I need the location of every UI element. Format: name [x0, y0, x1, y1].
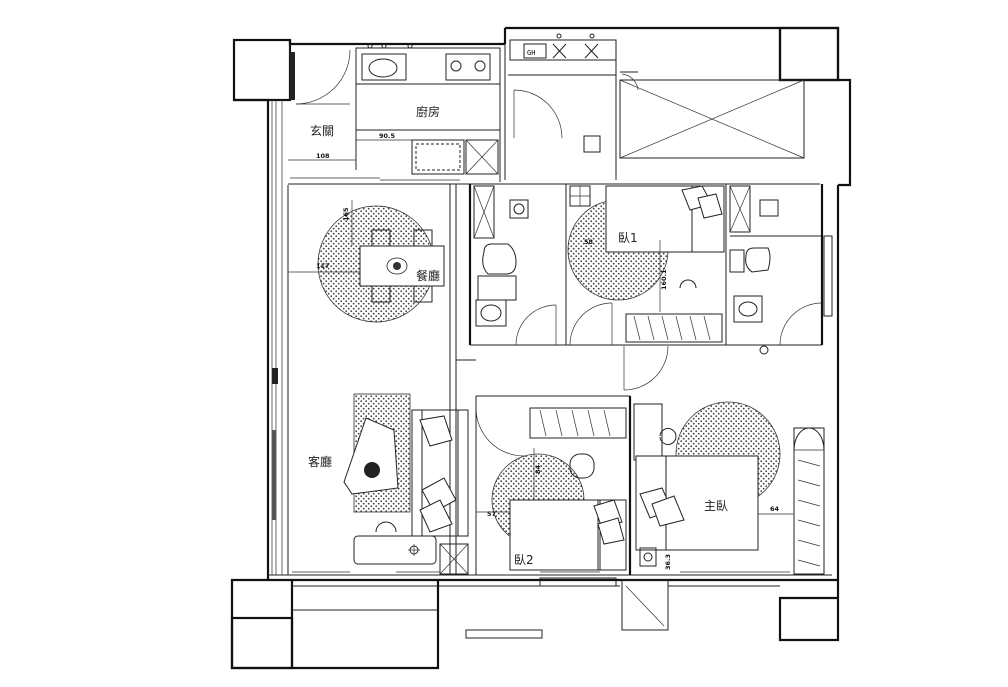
master-label: 主臥: [704, 499, 728, 513]
living-area: 客廳: [292, 184, 469, 575]
entry-depth-dim: 108: [316, 152, 330, 160]
service-balcony: GH: [504, 33, 805, 180]
outer-walls: [230, 26, 852, 670]
bathroom-1: [468, 183, 822, 346]
corridor: [456, 345, 669, 457]
bathroom-2: [729, 184, 833, 355]
bedroom-1: 160.1 58 臥1: [567, 184, 727, 346]
living-label: 客廳: [308, 454, 332, 469]
entrance-area: 90.5 108 玄關: [288, 44, 470, 185]
master-bottom-dim: 36.3: [664, 554, 672, 570]
bedroom-2: 57 84 臥2: [475, 396, 632, 587]
kitchen-label: 廚房: [416, 104, 440, 119]
entry-width-dim: 90.5: [379, 132, 396, 140]
bedroom2-depth-dim: 84: [534, 464, 542, 474]
entrance-label: 玄關: [310, 123, 334, 138]
bottom-balcony: [465, 585, 780, 639]
bedroom1-depth-dim: 160.1: [660, 269, 668, 290]
dining-label: 餐廳: [416, 268, 440, 283]
dining-depth-dim: 117: [316, 262, 330, 270]
gh-label: GH: [527, 49, 535, 57]
left-window: [271, 100, 289, 575]
dining-area: 117 165 餐廳: [288, 200, 445, 323]
bedroom2-label: 臥2: [514, 553, 534, 567]
bedroom1-label: 臥1: [618, 231, 638, 245]
kitchen-area: 廚房: [355, 43, 501, 182]
bedroom1-side-dim: 58: [584, 238, 594, 246]
master-side-dim: 64: [770, 505, 780, 513]
master-bedroom: 64 36.3 主臥: [621, 401, 825, 631]
bedroom2-side-dim: 57: [487, 510, 496, 518]
dining-rug-dim: 165: [342, 207, 350, 221]
